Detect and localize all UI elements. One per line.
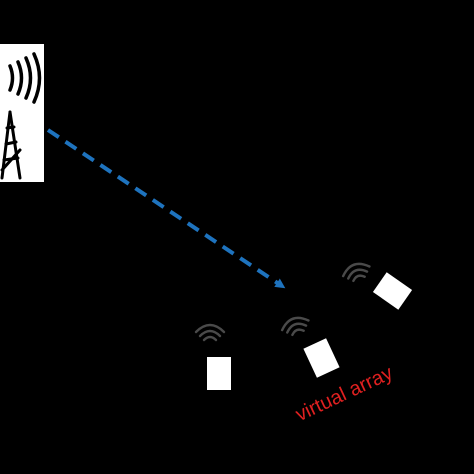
tower-icon	[0, 110, 22, 180]
wifi-icon	[280, 316, 310, 337]
base-station	[0, 44, 44, 182]
device-2-body	[303, 338, 340, 378]
device-3	[341, 262, 413, 310]
radio-waves-icon	[8, 52, 42, 104]
signal-path-arrow	[46, 128, 286, 289]
device-3-body	[372, 272, 413, 310]
wifi-icon	[341, 262, 371, 283]
device-1	[194, 323, 231, 390]
device-2	[280, 316, 340, 378]
wifi-icon	[194, 323, 226, 342]
device-1-body	[207, 357, 231, 390]
